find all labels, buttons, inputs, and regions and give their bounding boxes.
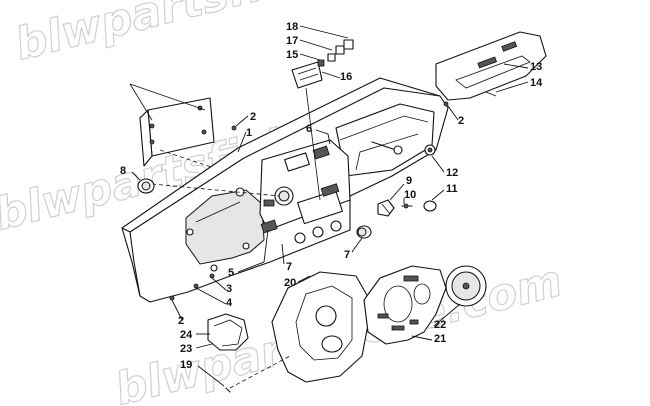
callout-2b: 2	[447, 105, 464, 127]
gauge-hood	[435, 31, 547, 101]
svg-text:6: 6	[306, 123, 312, 135]
callout-10: 10	[403, 189, 416, 204]
svg-text:7: 7	[286, 261, 292, 273]
svg-text:12: 12	[446, 167, 458, 179]
callout-20: 20	[284, 275, 311, 289]
svg-text:10: 10	[404, 189, 416, 201]
callout-7b: 7	[344, 237, 363, 261]
callout-1: 1	[237, 127, 252, 153]
gauge-overlay	[363, 265, 447, 345]
callout-21: 21	[411, 333, 446, 345]
switch-cluster	[291, 39, 354, 201]
callouts: 1 2 2 2 3 4 5 6	[120, 21, 543, 387]
instrument-cluster	[271, 271, 373, 383]
svg-text:9: 9	[406, 175, 412, 187]
svg-text:19: 19	[180, 359, 192, 371]
callout-11: 11	[431, 183, 458, 201]
svg-text:11: 11	[446, 183, 458, 195]
svg-text:20: 20	[284, 277, 296, 289]
callout-24: 24	[180, 329, 210, 341]
svg-text:15: 15	[286, 49, 298, 61]
callout-13: 13	[503, 61, 542, 73]
svg-text:4: 4	[226, 297, 233, 309]
svg-text:5: 5	[228, 267, 234, 279]
dash-panel	[121, 77, 449, 303]
part-knob-7	[356, 225, 372, 239]
svg-text:14: 14	[530, 77, 543, 89]
callout-12: 12	[431, 155, 458, 179]
callout-14: 14	[495, 77, 543, 93]
svg-text:22: 22	[434, 319, 446, 331]
callout-3: 3	[211, 277, 232, 295]
svg-text:7: 7	[344, 249, 350, 261]
callout-4: 4	[195, 287, 233, 309]
svg-text:1: 1	[246, 127, 252, 139]
callout-7a: 7	[281, 243, 292, 273]
svg-text:2: 2	[250, 111, 256, 123]
callout-2a: 2	[235, 111, 256, 127]
callout-2c: 2	[171, 299, 184, 327]
svg-text:3: 3	[226, 283, 232, 295]
callout-15: 15	[286, 49, 321, 61]
svg-text:13: 13	[530, 61, 542, 73]
callout-16: 16	[321, 71, 352, 83]
part-switch-9	[377, 199, 395, 217]
callout-8: 8	[120, 165, 141, 181]
callout-23: 23	[180, 343, 213, 355]
part-fastener-10	[401, 203, 413, 209]
callout-9: 9	[389, 175, 412, 201]
part-knob-8	[137, 178, 281, 197]
callout-5: 5	[228, 229, 269, 279]
callout-6: 6	[306, 123, 331, 145]
callout-19: 19	[180, 359, 225, 387]
part-cap-11	[423, 200, 437, 212]
gauge-22	[445, 265, 487, 307]
svg-text:2: 2	[178, 315, 184, 327]
part-grommet-12	[424, 144, 436, 156]
callout-18: 18	[286, 21, 349, 39]
svg-text:18: 18	[286, 21, 298, 33]
svg-text:24: 24	[180, 329, 193, 341]
callout-22: 22	[433, 303, 461, 331]
svg-text:21: 21	[434, 333, 446, 345]
svg-text:17: 17	[286, 35, 298, 47]
svg-text:16: 16	[340, 71, 352, 83]
svg-text:8: 8	[120, 165, 126, 177]
callout-17: 17	[286, 35, 333, 51]
svg-text:2: 2	[458, 115, 464, 127]
part-fastener-19	[225, 355, 291, 393]
bezel-ring	[207, 313, 249, 351]
watermark-top: blwpartsfiche.com	[10, 0, 467, 71]
svg-text:23: 23	[180, 343, 192, 355]
mounting-bracket	[129, 83, 221, 171]
